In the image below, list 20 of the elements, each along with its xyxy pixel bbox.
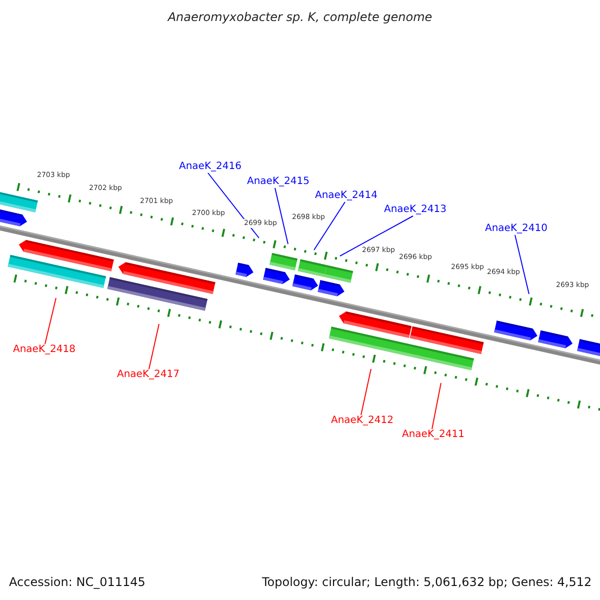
genome-info-text: Topology: circular; Length: 5,061,632 bp; Genes: 4,512 — [262, 575, 592, 589]
leader-line — [360, 368, 372, 416]
leader-line — [514, 234, 530, 294]
gene-label: AnaeK_2415 — [247, 176, 310, 188]
gene-label: AnaeK_2410 — [485, 223, 548, 235]
gene-label: AnaeK_2413 — [384, 204, 446, 216]
leader-line — [44, 298, 56, 344]
leader-line — [274, 188, 288, 244]
gene-label: AnaeK_2418 — [13, 344, 76, 356]
leader-line — [340, 216, 414, 256]
accession-text: Accession: NC_011145 — [9, 575, 146, 589]
diagram-title: Anaeromyxobacter sp. K, complete genome — [166, 9, 434, 25]
leader-line — [432, 382, 442, 430]
gene-label: AnaeK_2412 — [331, 415, 394, 427]
gene-label: AnaeK_2417 — [117, 369, 180, 381]
gene-label: AnaeK_2411 — [402, 429, 464, 441]
leader-line — [314, 202, 346, 250]
leader-line — [148, 324, 160, 370]
gene-label: AnaeK_2414 — [315, 190, 378, 202]
gene-label: AnaeK_2416 — [179, 161, 242, 173]
